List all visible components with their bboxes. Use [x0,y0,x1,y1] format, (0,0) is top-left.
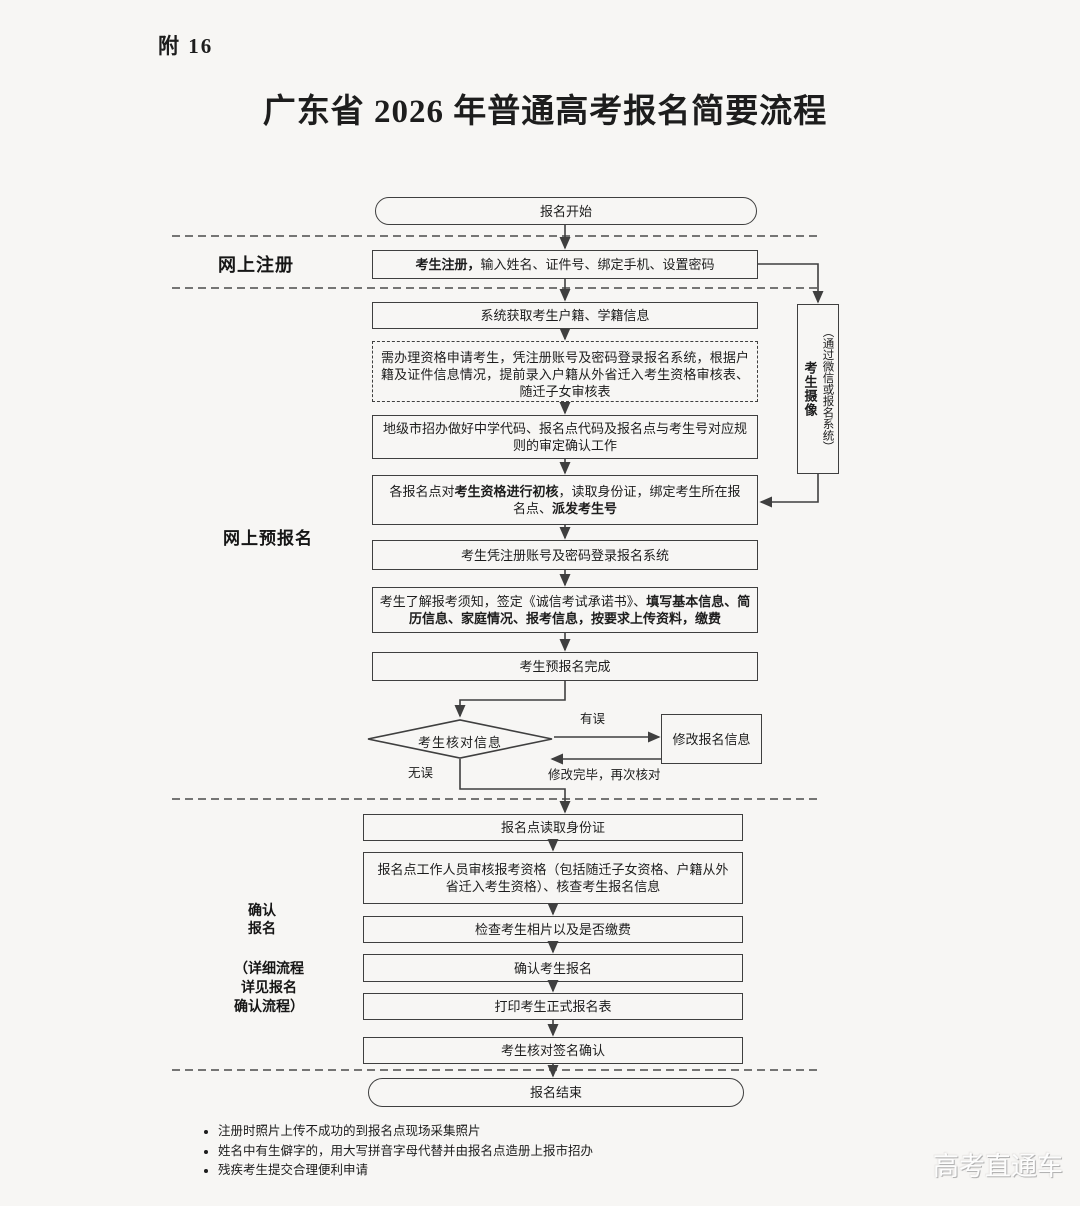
stage-label-confirm: 确认 报名 [238,903,286,939]
text-segment: 填写基本信息、简历信息、家庭情况、报考信息，按要求上传资料，缴费 [408,594,751,626]
candidate-photo-channel: （通过微信或报名系统） [821,325,834,453]
connector-lines [454,225,824,1078]
node-print-form: 打印考生正式报名表 [363,993,743,1020]
node-decision-verify-info: 考生核对信息 [417,735,502,750]
node-photo-fee-check: 检查考生相片以及是否缴费 [363,916,743,943]
node-modify-info: 修改报名信息 [661,714,762,764]
stage-label-confirm-note: （详细流程 详见报名 确认流程） [194,960,344,1017]
text-segment: 考生注册， [415,257,481,272]
node-register: 考生注册，输入姓名、证件号、绑定手机、设置密码 [372,250,758,279]
confirm-note-line3: 确认流程） [234,1000,304,1015]
node-sign-confirm: 考生核对签名确认 [363,1037,743,1064]
attachment-label: 附 16 [158,34,214,58]
node-fill-info: 考生了解报考须知，签定《诚信考试承诺书》、填写基本信息、简历信息、家庭情况、报考… [372,587,758,633]
node-qualification-apply: 需办理资格申请考生，凭注册账号及密码登录报名系统，根据户籍及证件信息情况，提前录… [372,341,758,402]
page-title: 广东省 2026 年普通高考报名简要流程 [262,94,828,130]
edge-label-recheck: 修改完毕，再次核对 [548,768,661,782]
watermark-logo: 高考直通车 [933,1151,1064,1181]
edge-label-ok: 无误 [408,766,434,780]
text-segment: ，读取身份证，绑定考生所在报名点、 [512,484,741,516]
stage-label-online-preregister: 网上预报名 [223,529,313,548]
node-site-initial-check: 各报名点对考生资格进行初核，读取身份证，绑定考生所在报名点、派发考生号 [372,475,758,525]
text-segment: 考生资格进行初核 [454,484,559,499]
footnote-item: 注册时照片上传不成功的到报名点现场采集照片 [218,1122,858,1142]
node-preregistration-done: 考生预报名完成 [372,652,758,681]
text-segment: 考生了解报考须知，签定《诚信考试承诺书》、 [379,594,647,609]
confirm-note-line1: （详细流程 [234,962,304,977]
node-candidate-photo: 考生摄像 （通过微信或报名系统） [797,304,839,474]
node-id-read: 报名点读取身份证 [363,814,743,841]
text-segment: 输入姓名、证件号、绑定手机、设置密码 [480,257,715,272]
node-confirm-registration: 确认考生报名 [363,954,743,982]
node-start: 报名开始 [375,197,757,225]
node-login: 考生凭注册账号及密码登录报名系统 [372,540,758,570]
confirm-note-line2: 详见报名 [241,981,297,996]
stage-label-confirm-line1: 确认 [248,904,276,919]
node-staff-check: 报名点工作人员审核报考资格（包括随迁子女资格、户籍从外省迁入考生资格）、核查考生… [363,852,743,904]
text-segment: 派发考生号 [552,501,618,516]
candidate-photo-label: 考生摄像 [802,361,818,417]
node-system-info: 系统获取考生户籍、学籍信息 [372,302,758,329]
section-divider-lines [172,235,822,1071]
node-city-code: 地级市招办做好中学代码、报名点代码及报名点与考生号对应规则的审定确认工作 [372,415,758,459]
edge-label-error: 有误 [580,712,606,726]
node-end: 报名结束 [368,1078,744,1107]
node-qualification-apply-text: 需办理资格申请考生，凭注册账号及密码登录报名系统，根据户籍及证件信息情况，提前录… [381,349,749,399]
stage-label-confirm-line2: 报名 [248,922,276,937]
footnote-item: 残疾考生提交合理便利申请 [218,1161,858,1181]
text-segment: 各报名点对 [389,484,455,499]
stage-label-online-register: 网上注册 [218,255,294,275]
footnotes-list: 注册时照片上传不成功的到报名点现场采集照片 姓名中有生僻字的，用大写拼音字母代替… [200,1122,858,1181]
decision-diamond [367,719,553,759]
footnote-item: 姓名中有生僻字的，用大写拼音字母代替并由报名点造册上报市招办 [218,1142,858,1162]
